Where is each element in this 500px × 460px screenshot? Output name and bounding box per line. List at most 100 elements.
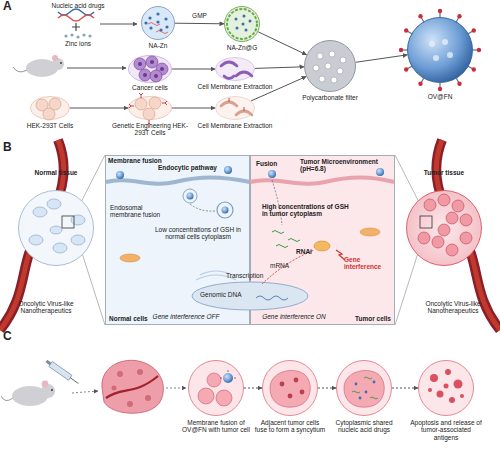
nanoparticle-circle-shape: [225, 7, 260, 42]
filter-disc-outline: [304, 40, 356, 92]
panel-letter: A: [3, 0, 17, 14]
nucleic-acid-icon: [58, 9, 94, 15]
blood-vessel: [0, 140, 500, 330]
tissue-circle-shape: [19, 191, 94, 266]
panel-letter: B: [3, 141, 17, 155]
engineered-cell-cluster: Genetic Engineering HEK-293T Cells: [128, 96, 172, 120]
process-arrow: [67, 68, 126, 69]
nucleic-acid-icon: [58, 15, 94, 21]
step-circle-shape: [263, 361, 318, 416]
step-circle-shape: [189, 361, 244, 416]
mouse-icon: [13, 55, 64, 77]
tumor-slice: [102, 360, 164, 413]
flow-arrow: [244, 388, 262, 389]
syringe-icon: [45, 359, 80, 386]
annotation-text: Fusion: [256, 160, 286, 167]
mouse-icon: [1, 381, 55, 406]
zinc-ion-dots: [64, 33, 91, 38]
flow-arrow: [258, 32, 306, 55]
virus-spike-head: [472, 67, 476, 71]
mouse-icon: [52, 55, 58, 61]
annotation-text: Genomic DNA: [200, 291, 250, 298]
cell-cluster-outline: [30, 96, 70, 120]
tissue-circle-outline: [406, 190, 482, 266]
cell-cluster-shape: [31, 97, 70, 120]
annotation-text: Oncolytic Virus-like Nanotherapeutics: [4, 300, 88, 315]
step-circle: Cytoplasmic shared nucleic acid drugs: [336, 360, 392, 416]
virus-nanoparticle-shape: [408, 18, 473, 83]
virus-nanoparticle: OV@FN: [407, 17, 473, 83]
virus-spike: [472, 49, 479, 50]
virus-nanoparticle-outline: [407, 17, 473, 83]
process-arrow: [100, 24, 137, 25]
node-label: OV@FN: [415, 93, 465, 100]
mouse-icon: [60, 62, 62, 64]
node-label: Cancer cells: [120, 84, 180, 91]
virus-spike: [401, 49, 408, 50]
cell-cluster-outline: [128, 55, 172, 83]
step-circle: Membrane fusion of OV@FN with tumor cell: [188, 360, 244, 416]
annotation-text: Tumor Microenvironment (pH=6.8): [300, 158, 384, 173]
mouse-icon: [42, 381, 49, 388]
virus-spike-head: [438, 9, 442, 13]
node-label: NA-Zn@G: [220, 44, 264, 51]
edge-label: GMP: [180, 12, 220, 19]
plus-sign: [72, 23, 80, 31]
virus-spike: [468, 31, 474, 35]
step-circle: Adjacent tumor cells fuse to form a sync…: [262, 360, 318, 416]
virus-spike-head: [477, 48, 481, 52]
syringe-icon: [70, 378, 78, 384]
flow-arrow: [318, 388, 336, 389]
step-circle-shape: [419, 361, 474, 416]
annotation-text: Nucleic acid drugs: [38, 2, 118, 9]
node-label: Adjacent tumor cells fuse to form a sync…: [254, 419, 326, 434]
filter-disc: Polycarbonate filter: [304, 40, 356, 92]
cell-cluster: HEK-293T Cells: [30, 96, 70, 120]
membrane-extract: Cell Membrane Extraction: [215, 96, 255, 120]
tumor-slice: [145, 395, 151, 401]
engineered-cell-cluster-shape: [129, 97, 172, 120]
flow-arrow: [172, 69, 215, 70]
membrane-extract-shape: [216, 97, 255, 120]
virus-spike-head: [418, 14, 422, 18]
tumor-slice: [102, 360, 164, 413]
flow-arrow: [70, 108, 128, 109]
tissue-circle-shape: [407, 191, 482, 266]
step-circle-outline: [262, 360, 318, 416]
node-label: NA-Zn: [138, 42, 178, 49]
flow-arrow: [175, 23, 224, 25]
annotation-text: Endocytic pathway: [158, 164, 230, 171]
tumor-cell-panel: Tumor cells: [250, 155, 395, 325]
syringe-icon: [49, 362, 72, 381]
virus-spike-head: [399, 48, 403, 52]
virus-spike-head: [457, 14, 461, 18]
engineered-cell-cluster-outline: [128, 96, 172, 120]
virus-spike-head: [399, 9, 481, 91]
flow-arrow: [356, 55, 408, 63]
virus-spike: [456, 16, 460, 22]
virus-spike-head: [457, 82, 461, 86]
mouse-icon: [1, 396, 13, 401]
annotation-text: Oncolytic Virus-like Nanotherapeutics: [410, 300, 496, 315]
flow-arrow: [255, 67, 304, 69]
membrane-extract-outline: [215, 57, 255, 81]
mouse-icon: [13, 67, 27, 72]
node-label: Tumor tissue: [409, 169, 479, 176]
membrane-extract-shape: [216, 58, 255, 81]
nanoparticle-circle: NA-Zn: [141, 6, 175, 40]
mouse-icon: [51, 389, 53, 391]
tumor-cell-panel-shape: [251, 156, 395, 325]
nanoparticle-circle-shape: [142, 7, 175, 40]
annotation-text: Gene interference: [344, 256, 392, 271]
nanoparticle-circle-outline: [224, 6, 260, 42]
step-circle-shape: [337, 361, 392, 416]
virus-spike: [439, 11, 440, 18]
node-label: Normal tissue: [21, 169, 91, 176]
annotation-text: Low concentrations of GSH in normal cell…: [150, 226, 246, 241]
virus-spike-head: [404, 67, 408, 71]
tumor-slice: [137, 369, 143, 375]
virus-spike: [421, 78, 425, 84]
filter-disc-shape: [305, 41, 356, 92]
nanoparticle-circle-outline: [141, 6, 175, 40]
